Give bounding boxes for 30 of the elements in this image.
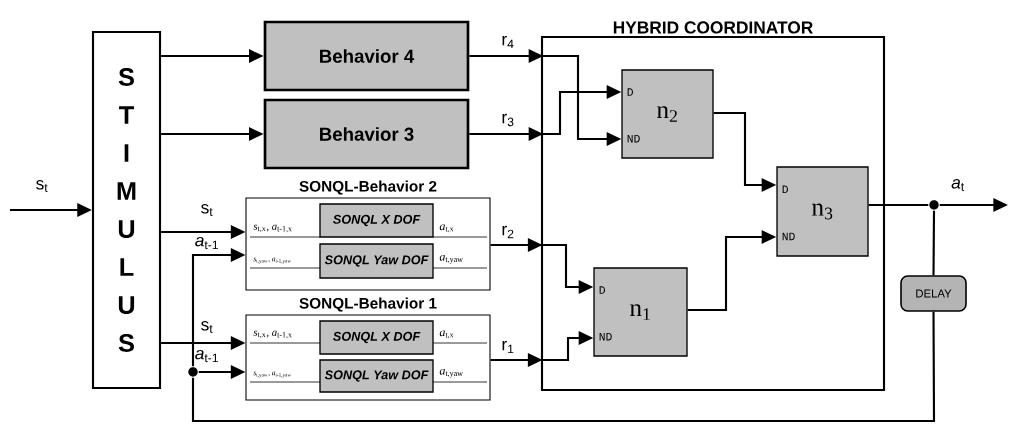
- network-box: D n$_{2}$ ND: [621, 69, 714, 159]
- signal-label: a$_{t,yaw}$: [439, 368, 463, 378]
- signal-label: s$_{t,x}$, a$_{t-1,x}$: [253, 330, 292, 339]
- behavior-box: Behavior 3: [263, 98, 470, 170]
- delay-box: DELAY: [900, 275, 967, 312]
- edge-label: a$_{t}$: [951, 179, 965, 191]
- edge-label: r$_{3}$: [502, 113, 514, 127]
- module-box: SONQL Yaw DOF: [319, 243, 434, 279]
- signal-label: s$_{t,x}$, a$_{t-1,x}$: [253, 224, 292, 233]
- edge-label: r$_{1}$: [502, 340, 514, 354]
- module-box: SONQL X DOF: [319, 203, 434, 238]
- edge-label: s$_{t}$: [201, 321, 213, 333]
- module-box: SONQL Yaw DOF: [319, 359, 434, 393]
- network-box: D n$_{3}$ ND: [776, 166, 869, 257]
- behavior-box: Behavior 4: [263, 20, 470, 92]
- node-label: SONQL-Behavior 2: [299, 180, 437, 195]
- module-box: SONQL X DOF: [319, 320, 434, 355]
- signal-label: a$_{t,x}$: [439, 330, 454, 339]
- node-label: SONQL-Behavior 1: [299, 297, 437, 312]
- network-box: D n$_{1}$ ND: [593, 267, 688, 357]
- node-label: HYBRID COORDINATOR: [613, 21, 813, 34]
- signal-label: a$_{t,x}$: [439, 224, 454, 233]
- signal-label: a$_{t,yaw}$: [439, 254, 463, 264]
- edge-label: a$_{t-1}$: [195, 349, 218, 363]
- edge-label: s$_{t}$: [36, 180, 48, 192]
- edge-label: a$_{t-1}$: [195, 236, 218, 250]
- edge-label: s$_{t}$: [201, 204, 213, 216]
- edge-label: r$_{4}$: [502, 35, 514, 49]
- edge-label: r$_{2}$: [502, 225, 514, 239]
- stimulus-box: S T I M U L U S: [91, 30, 162, 390]
